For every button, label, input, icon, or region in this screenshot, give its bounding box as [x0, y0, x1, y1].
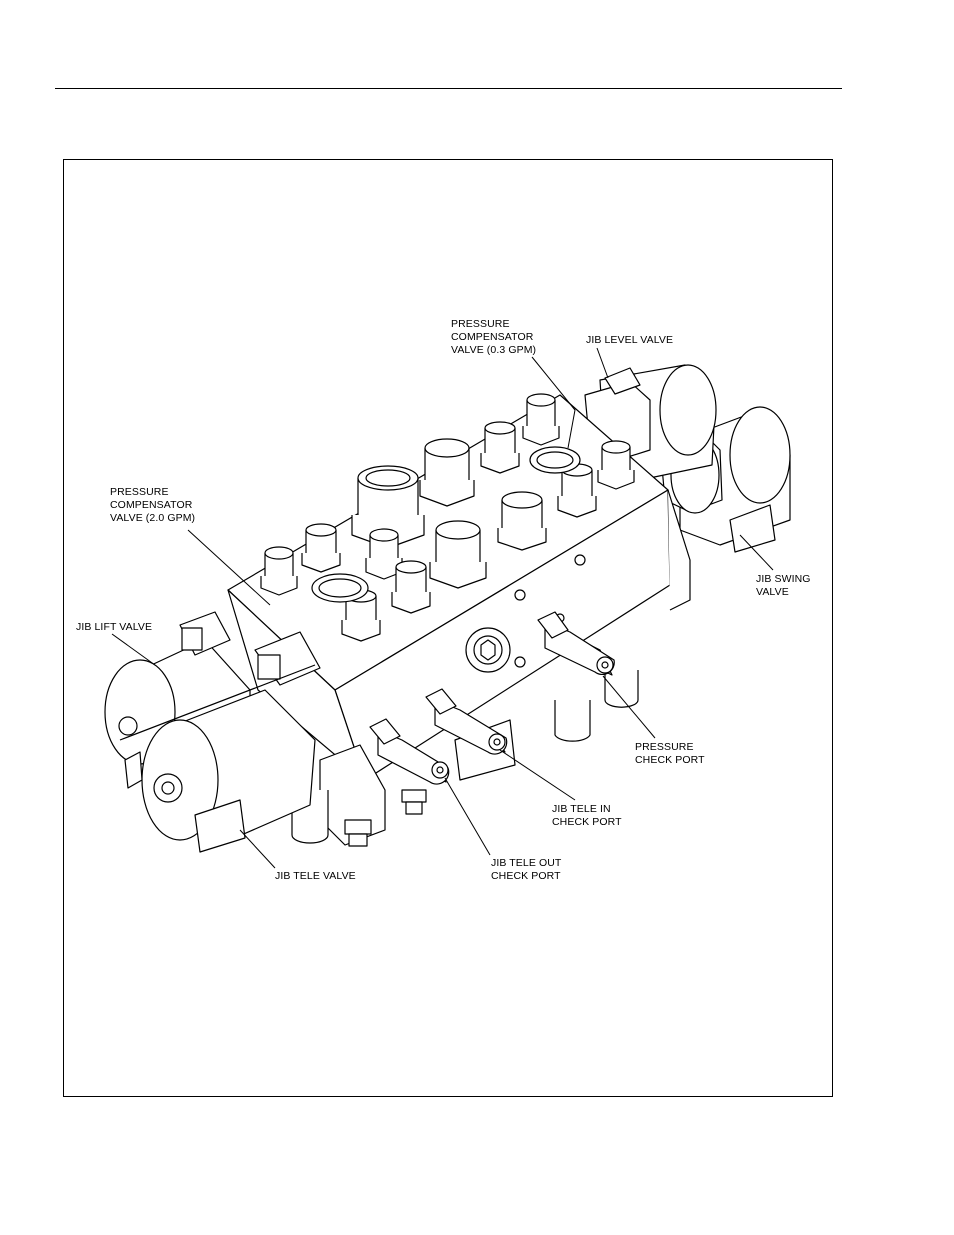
label-line: COMPENSATOR — [451, 331, 536, 344]
label-line: VALVE — [756, 586, 811, 599]
label-line: JIB LIFT VALVE — [76, 621, 152, 634]
label-line: COMPENSATOR — [110, 499, 195, 512]
label-line: VALVE (0.3 GPM) — [451, 344, 536, 357]
label-line: JIB TELE OUT — [491, 857, 561, 870]
label-line: PRESSURE — [451, 318, 536, 331]
leader-jib-level — [597, 348, 608, 378]
label-pressure-compensator-2-0gpm: PRESSURE COMPENSATOR VALVE (2.0 GPM) — [110, 486, 195, 525]
label-line: VALVE (2.0 GPM) — [110, 512, 195, 525]
label-jib-swing-valve: JIB SWING VALVE — [756, 573, 811, 599]
label-jib-level-valve: JIB LEVEL VALVE — [586, 334, 673, 347]
label-line: PRESSURE — [110, 486, 195, 499]
label-jib-tele-out-check-port: JIB TELE OUT CHECK PORT — [491, 857, 561, 883]
label-line: JIB TELE IN — [552, 803, 622, 816]
label-jib-lift-valve: JIB LIFT VALVE — [76, 621, 152, 634]
leader-tele-in — [500, 750, 575, 800]
label-jib-tele-valve: JIB TELE VALVE — [275, 870, 356, 883]
label-pressure-compensator-0-3gpm: PRESSURE COMPENSATOR VALVE (0.3 GPM) — [451, 318, 536, 357]
label-line: CHECK PORT — [635, 754, 705, 767]
label-jib-tele-in-check-port: JIB TELE IN CHECK PORT — [552, 803, 622, 829]
label-line: JIB TELE VALVE — [275, 870, 356, 883]
label-line: JIB LEVEL VALVE — [586, 334, 673, 347]
leader-tele-out — [445, 778, 490, 855]
label-line: CHECK PORT — [552, 816, 622, 829]
label-pressure-check-port: PRESSURE CHECK PORT — [635, 741, 705, 767]
label-line: CHECK PORT — [491, 870, 561, 883]
label-line: JIB SWING — [756, 573, 811, 586]
label-line: PRESSURE — [635, 741, 705, 754]
leader-jib-tele — [240, 830, 275, 868]
